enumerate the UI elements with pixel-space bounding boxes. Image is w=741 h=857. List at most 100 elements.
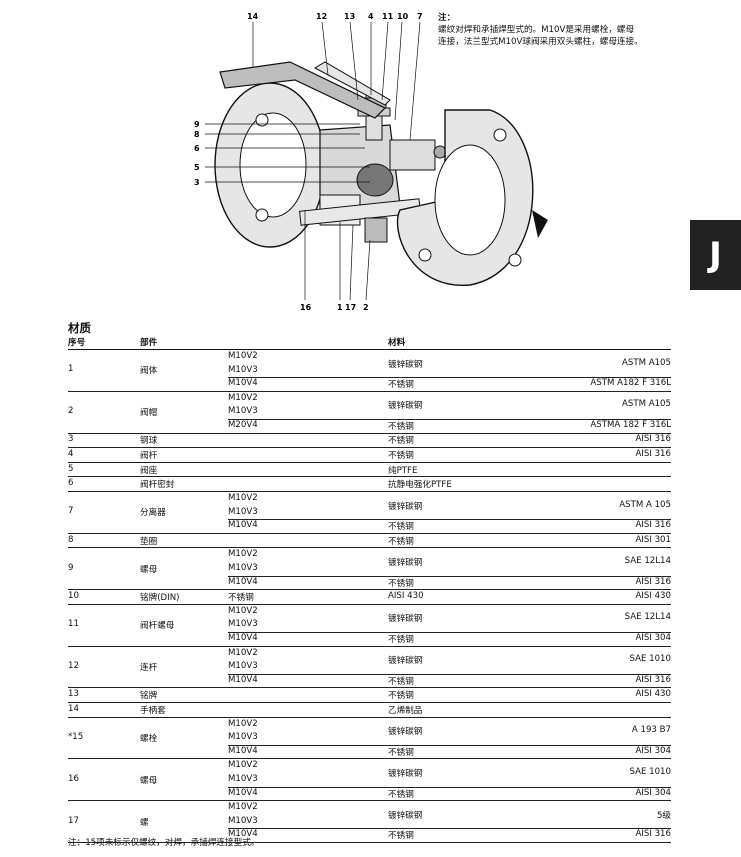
sub-divider [228, 786, 671, 788]
material-spec: SAE 12L14 [624, 612, 671, 623]
material-name: 镀锌碳钢 [388, 359, 423, 370]
model-code: M10V2 [228, 351, 258, 361]
model-code: M10V4 [228, 378, 258, 389]
material-name: 镀锌碳钢 [388, 768, 423, 779]
model-code: M10V3 [228, 773, 258, 784]
model-code: M10V2 [228, 549, 258, 560]
material-name: 不锈钢 [388, 536, 414, 547]
part-name: 螺栓 [140, 733, 158, 744]
separator [389, 139, 436, 171]
material-spec: AISI 430 [635, 689, 671, 700]
diagram-label: 5 [194, 163, 200, 172]
header-no: 序号 [68, 338, 86, 348]
diagram-label: 16 [300, 303, 312, 312]
model-code: M10V4 [228, 576, 258, 587]
material-spec: AISI 316 [635, 434, 671, 445]
model-code: M10V3 [228, 619, 258, 630]
part-name: 钢球 [140, 436, 158, 447]
material-spec: AISI 316 [635, 448, 671, 459]
diagram-label: 4 [368, 12, 374, 21]
diagram-label: 6 [194, 144, 200, 153]
diagram-label: 10 [397, 12, 409, 21]
part-name: 手柄套 [140, 705, 166, 716]
diagram-label: 17 [345, 303, 356, 312]
item-number: 7 [68, 506, 74, 517]
model-code: M10V4 [228, 829, 258, 840]
item-number: *15 [68, 731, 84, 742]
flow-arrow [532, 210, 548, 238]
item-number: 8 [68, 534, 74, 545]
material-name: 抗静电强化PTFE [388, 480, 452, 491]
table-header: 序号 部件 材料 [68, 336, 671, 350]
item-number: 14 [68, 703, 79, 714]
material-name: 不锈钢 [388, 691, 414, 702]
material-name: 不锈钢 [388, 831, 414, 842]
item-number: 5 [68, 463, 74, 474]
item-number: 13 [68, 689, 79, 700]
material-spec: AISI 316 [635, 674, 671, 685]
sub-divider [228, 673, 671, 675]
item-number: 3 [68, 434, 74, 445]
part-name: 铭牌(DIN) [140, 592, 180, 603]
model-code: M10V4 [228, 520, 258, 531]
material-name: 镀锌碳钢 [388, 614, 423, 625]
part-name: 螺母 [140, 775, 158, 786]
material-spec: AISI 304 [635, 787, 671, 798]
diagram-label: 13 [344, 12, 355, 21]
model-code: 不锈钢 [228, 593, 254, 604]
sub-divider [228, 519, 671, 521]
sub-divider [228, 744, 671, 746]
model-code: M10V4 [228, 787, 258, 798]
material-spec: AISI 304 [635, 745, 671, 756]
model-code: M10V2 [228, 760, 258, 771]
model-code: M10V3 [228, 364, 258, 375]
material-name: 镀锌碳钢 [388, 501, 423, 512]
sub-divider [228, 377, 671, 379]
material-name: 不锈钢 [388, 436, 414, 447]
section-tab[interactable]: J [690, 220, 741, 290]
diagram-label: 1 [337, 303, 343, 312]
sub-divider [228, 418, 671, 420]
material-spec: AISI 304 [635, 632, 671, 643]
material-spec: SAE 1010 [629, 654, 671, 665]
model-code: M10V2 [228, 492, 258, 503]
material-name: 乙烯制品 [388, 705, 423, 716]
material-name: 镀锌碳钢 [388, 810, 423, 821]
sub-divider [228, 575, 671, 577]
diagram-label: 12 [316, 12, 327, 21]
part-name: 阀杆螺母 [140, 621, 175, 632]
model-code: M10V4 [228, 745, 258, 756]
material-name: 镀锌碳钢 [388, 557, 423, 568]
material-spec: SAE 1010 [629, 766, 671, 777]
note-title: 注： [438, 13, 456, 23]
part-name: 阀杆密封 [140, 480, 175, 491]
header-material: 材料 [388, 338, 406, 348]
material-spec: ASTM A 105 [619, 499, 671, 510]
item-number: 10 [68, 590, 79, 601]
material-spec: SAE 12L14 [624, 555, 671, 566]
model-code: M10V3 [228, 562, 258, 573]
model-code: M10V4 [228, 632, 258, 643]
material-name: 不锈钢 [388, 421, 414, 432]
item-number: 1 [68, 364, 74, 375]
material-name: 镀锌碳钢 [388, 727, 423, 738]
item-number: 12 [68, 660, 79, 671]
material-spec: AISI 316 [635, 829, 671, 840]
material-name: AISI 430 [388, 590, 424, 601]
diagram-label: 9 [194, 120, 200, 129]
diagram-label: 7 [417, 12, 423, 21]
item-number: 9 [68, 562, 74, 573]
material-name: 不锈钢 [388, 450, 414, 461]
table-row: 14 手柄套 乙烯制品 [68, 703, 671, 718]
header-part: 部件 [140, 338, 158, 348]
material-name: 不锈钢 [388, 634, 414, 645]
